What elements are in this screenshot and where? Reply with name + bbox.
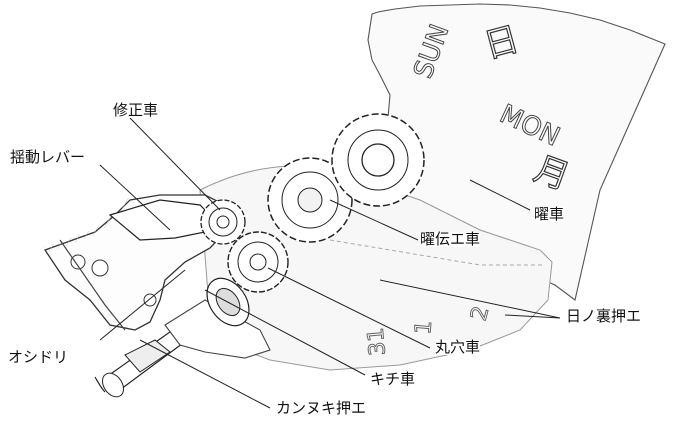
label-swing-lever: 揺動レバー <box>10 148 86 166</box>
date-text-31: 31 <box>364 327 391 357</box>
label-date-plate-holder: 日ノ裏押エ <box>566 307 642 325</box>
label-day-transmission-wheel: 曜伝エ車 <box>420 230 481 248</box>
date-text-2: 2 <box>467 304 495 324</box>
label-correction-wheel: 修正車 <box>113 101 159 119</box>
correction-wheel-gear <box>200 199 246 245</box>
label-day-wheel: 曜車 <box>534 205 565 223</box>
round-hole-wheel-gear <box>227 231 289 293</box>
date-text-1: 1 <box>411 319 437 335</box>
label-round-hole-wheel: 丸穴車 <box>435 338 481 356</box>
day-wheel-gear <box>331 113 425 207</box>
leader-lines <box>99 117 561 409</box>
day-transmission-wheel-gear <box>267 157 353 243</box>
label-setting-lever: オシドリ <box>8 348 69 366</box>
label-kichi-wheel: キチ車 <box>370 370 416 388</box>
label-setting-wheel-holder: カンヌキ押エ <box>276 399 367 417</box>
